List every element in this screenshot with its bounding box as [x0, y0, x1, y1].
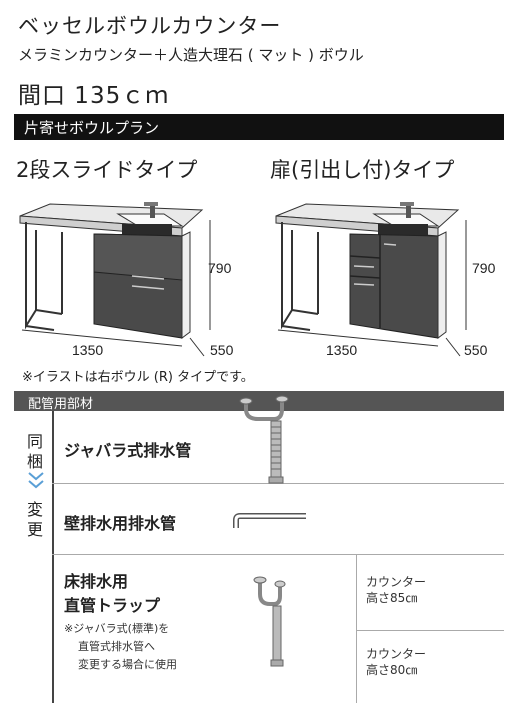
bellows-pipe-icon	[239, 395, 289, 484]
page-subtitle: メラミンカウンター＋人造大理石 ( マット ) ボウル	[18, 46, 364, 64]
option-2-line-2: 高さ80㎝	[366, 663, 418, 677]
wall-drain-pipe-icon	[233, 513, 306, 528]
plan-label: 片寄せボウルプラン	[24, 119, 160, 137]
page-title: ベッセルボウルカウンター	[18, 14, 282, 38]
cabinet-illustration-door	[275, 202, 467, 357]
width-dim-left: 1350	[72, 342, 104, 358]
height-dim-right: 790	[472, 260, 496, 276]
side-char-4: 更	[27, 520, 44, 539]
type-label-door: 扉(引出し付)タイプ	[270, 158, 455, 182]
row-divider-2	[52, 554, 504, 555]
illustration-note: ※イラストは右ボウル (R) タイプです。	[22, 370, 254, 385]
pipe-row-label-1: ジャバラ式排水管	[64, 441, 192, 460]
side-char-2: 梱	[27, 452, 44, 471]
width-dim-right: 1350	[326, 342, 358, 358]
option-1-line-1: カウンター	[366, 575, 427, 589]
double-chevron-down-icon	[28, 472, 44, 489]
piping-header-label: 配管用部材	[28, 397, 94, 412]
plan-bar: 片寄せボウルプラン	[14, 114, 504, 140]
option-2-line-1: カウンター	[366, 647, 427, 661]
depth-dim-left: 550	[210, 342, 234, 358]
type-label-slide: 2段スライドタイプ	[16, 158, 198, 182]
pipe-row-note-1: ※ジャバラ式(標準)を	[64, 622, 170, 635]
option-1-line-2: 高さ85㎝	[366, 591, 418, 605]
side-char-1: 同	[27, 432, 44, 451]
pipe-row-note-2: 直管式排水管へ	[78, 640, 155, 653]
height-dim-left: 790	[208, 260, 232, 276]
pipe-row-note-3: 変更する場合に使用	[78, 658, 177, 671]
pipe-row-label-3b: 直管トラップ	[64, 596, 161, 615]
pipe-row-label-3a: 床排水用	[64, 572, 129, 591]
side-divider	[52, 411, 54, 703]
pipe-row-label-2: 壁排水用排水管	[64, 514, 177, 533]
cabinet-illustration-slide	[19, 202, 211, 357]
straight-trap-pipe-icon	[253, 576, 286, 667]
piping-header: 配管用部材	[14, 391, 504, 412]
option-divider-v	[356, 554, 357, 703]
side-char-3: 変	[27, 500, 44, 519]
depth-dim-right: 550	[464, 342, 488, 358]
option-divider-h	[356, 630, 504, 631]
width-label: 間口 135ｃｍ	[18, 83, 170, 109]
